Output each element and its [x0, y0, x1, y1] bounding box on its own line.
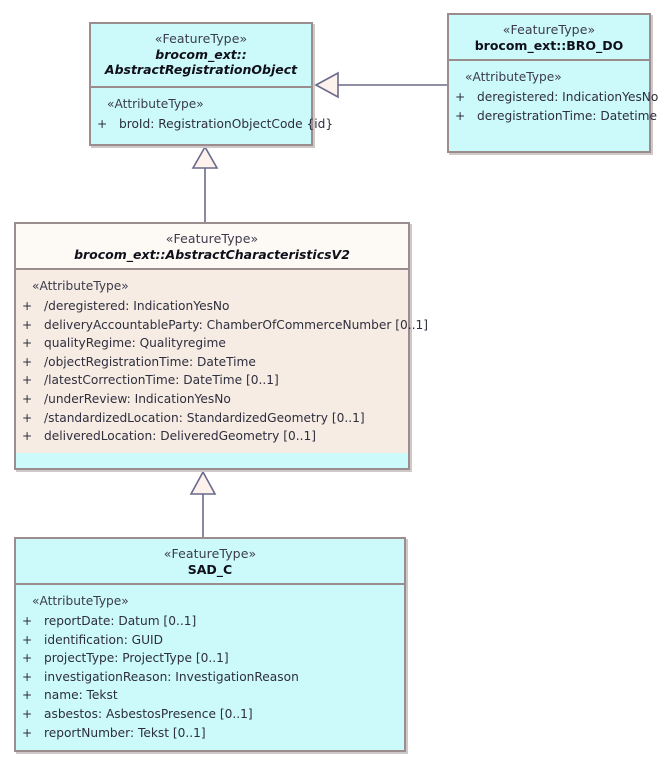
- attribute-row: + projectType: ProjectType [0..1]: [22, 649, 400, 668]
- attribute-visibility: +: [22, 299, 33, 314]
- attribute-visibility: +: [22, 410, 33, 425]
- attribute-visibility: +: [22, 317, 33, 332]
- attribute-row: + broId: RegistrationObjectCode {id}: [97, 115, 333, 134]
- class-header-abstract-registration-object: «FeatureType» brocom_ext:: AbstractRegis…: [91, 24, 311, 88]
- attribute-group-stereotype: «AttributeType»: [465, 70, 562, 84]
- attribute-row: + deregistered: IndicationYesNo: [455, 88, 658, 107]
- generalization-bro-do-to-abstract-registration-object: [314, 71, 447, 99]
- attribute-visibility: +: [22, 688, 33, 703]
- attribute-row: + /deregistered: IndicationYesNo: [22, 297, 404, 316]
- class-name-line-1: SAD_C: [187, 561, 233, 577]
- attribute-row: + qualityRegime: Qualityregime: [22, 334, 404, 353]
- attribute-text: deliveredLocation: DeliveredGeometry [0.…: [44, 429, 316, 444]
- attribute-text: /underReview: IndicationYesNo: [44, 392, 231, 407]
- class-attributes-compartment: «AttributeType» + deregistered: Indicatio…: [449, 61, 658, 132]
- class-header-bro-do: «FeatureType» brocom_ext::BRO_DO: [449, 15, 649, 61]
- class-stereotype: «FeatureType»: [502, 22, 596, 37]
- attribute-row: + name: Tekst: [22, 686, 400, 705]
- attribute-row: + /standardizedLocation: StandardizedGeom…: [22, 409, 404, 428]
- attribute-visibility: +: [455, 108, 466, 123]
- attribute-row: + reportNumber: Tekst [0..1]: [22, 724, 400, 743]
- attribute-row: + /underReview: IndicationYesNo: [22, 390, 404, 409]
- class-box-abstract-characteristics-v2[interactable]: «FeatureType» brocom_ext::AbstractCharac…: [14, 222, 428, 470]
- attribute-visibility: +: [22, 725, 33, 740]
- attribute-visibility: +: [22, 354, 33, 369]
- attribute-text: broId: RegistrationObjectCode {id}: [119, 117, 334, 132]
- class-attributes-compartment: «AttributeType» + reportDate: Datum [0..1…: [16, 585, 404, 749]
- attribute-visibility: +: [455, 90, 466, 105]
- attribute-row: + deliveredLocation: DeliveredGeometry [0…: [22, 427, 404, 446]
- attribute-text: deliveryAccountableParty: ChamberOfComme…: [44, 317, 429, 332]
- class-box-sad-c[interactable]: «FeatureType» SAD_C «AttributeType» + rep…: [14, 537, 406, 752]
- attribute-group-stereotype: «AttributeType»: [32, 279, 129, 293]
- attribute-text: reportDate: Datum [0..1]: [44, 614, 197, 629]
- attribute-row: + /latestCorrectionTime: DateTime [0..1]: [22, 371, 404, 390]
- attribute-text: /standardizedLocation: StandardizedGeome…: [44, 410, 365, 425]
- class-name-line-2: AbstractRegistrationObject: [104, 62, 298, 78]
- attribute-row: + asbestos: AsbestosPresence [0..1]: [22, 705, 400, 724]
- attribute-text: /deregistered: IndicationYesNo: [44, 299, 230, 314]
- class-stereotype: «FeatureType»: [154, 31, 248, 46]
- generalization-sad-c-to-characteristics: [189, 470, 217, 537]
- attribute-row: + reportDate: Datum [0..1]: [22, 612, 400, 631]
- attribute-visibility: +: [22, 651, 33, 666]
- attribute-row: + deregistrationTime: Datetime: [455, 107, 657, 126]
- attribute-row: + /objectRegistrationTime: DateTime: [22, 353, 404, 372]
- attribute-text: deregistered: IndicationYesNo: [477, 90, 659, 105]
- attribute-visibility: +: [22, 707, 33, 722]
- attribute-visibility: +: [97, 117, 108, 132]
- class-name-line-1: brocom_ext::BRO_DO: [474, 37, 624, 53]
- attribute-text: identification: GUID: [44, 632, 164, 647]
- class-attributes-compartment: «AttributeType» + /deregistered: Indicati…: [16, 270, 428, 453]
- attribute-group-stereotype: «AttributeType»: [107, 97, 204, 111]
- attribute-visibility: +: [22, 336, 33, 351]
- class-name-line-1: brocom_ext::: [155, 46, 247, 62]
- class-name-line-1: brocom_ext::AbstractCharacteristicsV2: [74, 246, 350, 262]
- attribute-text: asbestos: AsbestosPresence [0..1]: [44, 707, 253, 722]
- class-header-abstract-characteristics-v2: «FeatureType» brocom_ext::AbstractCharac…: [16, 224, 408, 270]
- class-stereotype: «FeatureType»: [163, 546, 257, 561]
- attribute-group-stereotype: «AttributeType»: [32, 594, 129, 608]
- attribute-visibility: +: [22, 632, 33, 647]
- attribute-visibility: +: [22, 669, 33, 684]
- attribute-text: projectType: ProjectType [0..1]: [44, 651, 229, 666]
- class-attributes-compartment: «AttributeType» + broId: RegistrationObje…: [91, 88, 333, 141]
- attribute-text: /latestCorrectionTime: DateTime [0..1]: [44, 373, 279, 388]
- class-box-abstract-registration-object[interactable]: «FeatureType» brocom_ext:: AbstractRegis…: [89, 22, 333, 146]
- class-box-bro-do[interactable]: «FeatureType» brocom_ext::BRO_DO «Attrib…: [447, 13, 658, 153]
- attribute-text: reportNumber: Tekst [0..1]: [44, 725, 206, 740]
- class-stereotype: «FeatureType»: [165, 231, 259, 246]
- attribute-row: + identification: GUID: [22, 631, 400, 650]
- attribute-text: qualityRegime: Qualityregime: [44, 336, 226, 351]
- generalization-characteristics-to-abstract-registration-object: [191, 145, 219, 222]
- attribute-text: deregistrationTime: Datetime: [477, 108, 658, 123]
- attribute-visibility: +: [22, 614, 33, 629]
- class-header-sad-c: «FeatureType» SAD_C: [16, 539, 404, 585]
- attribute-text: name: Tekst: [44, 688, 118, 703]
- attribute-text: /objectRegistrationTime: DateTime: [44, 354, 256, 369]
- attribute-visibility: +: [22, 392, 33, 407]
- attribute-visibility: +: [22, 429, 33, 444]
- attribute-row: + investigationReason: InvestigationReaso…: [22, 668, 400, 687]
- attribute-row: + deliveryAccountableParty: ChamberOfComm…: [22, 316, 428, 335]
- attribute-visibility: +: [22, 373, 33, 388]
- attribute-text: investigationReason: InvestigationReason: [44, 669, 299, 684]
